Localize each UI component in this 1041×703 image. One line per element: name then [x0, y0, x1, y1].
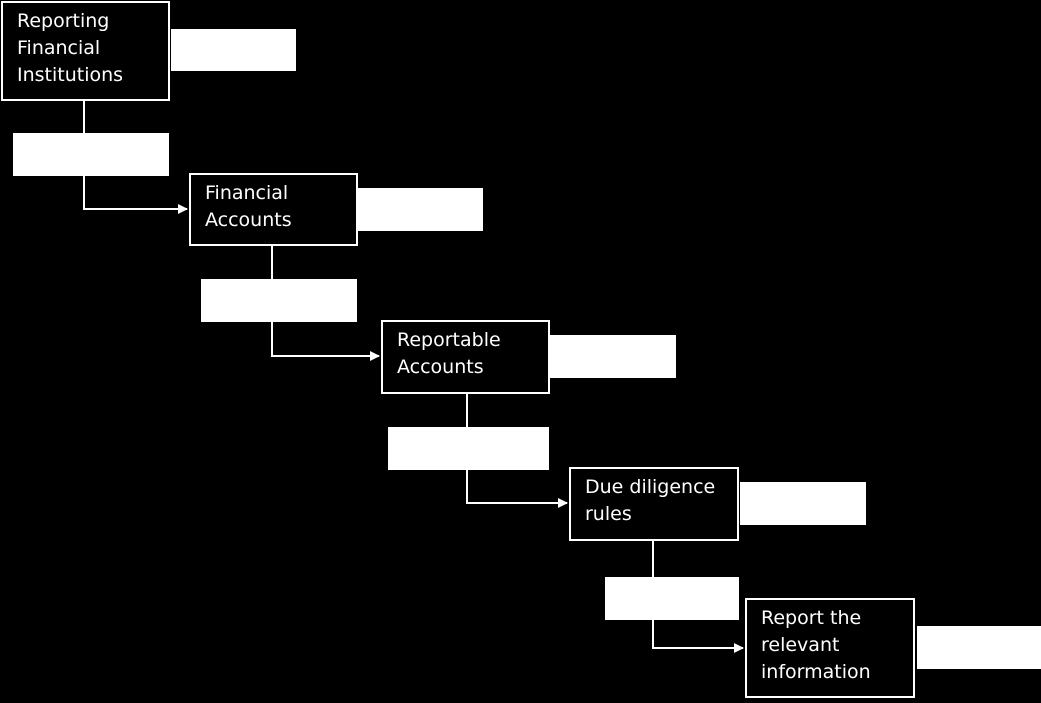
step-financial-accounts: Financial Accounts — [189, 173, 358, 246]
connector-arrow-4 — [652, 540, 744, 653]
side-box-2 — [357, 188, 483, 231]
connector-label-box-1 — [13, 133, 169, 176]
connector-label-box-4 — [605, 577, 739, 620]
step-due-diligence-rules: Due diligence rules — [569, 467, 739, 541]
connector-label-box-3 — [388, 427, 549, 470]
connector-label-box-2 — [201, 279, 357, 322]
step-reportable-accounts: Reportable Accounts — [381, 320, 550, 394]
side-box-3 — [549, 335, 676, 378]
side-box-4 — [740, 482, 866, 525]
step-report-relevant-information: Report the relevant information — [745, 598, 915, 698]
step-reporting-financial-institutions: Reporting Financial Institutions — [1, 1, 170, 101]
side-box-5 — [917, 626, 1041, 669]
side-box-1 — [171, 29, 296, 71]
